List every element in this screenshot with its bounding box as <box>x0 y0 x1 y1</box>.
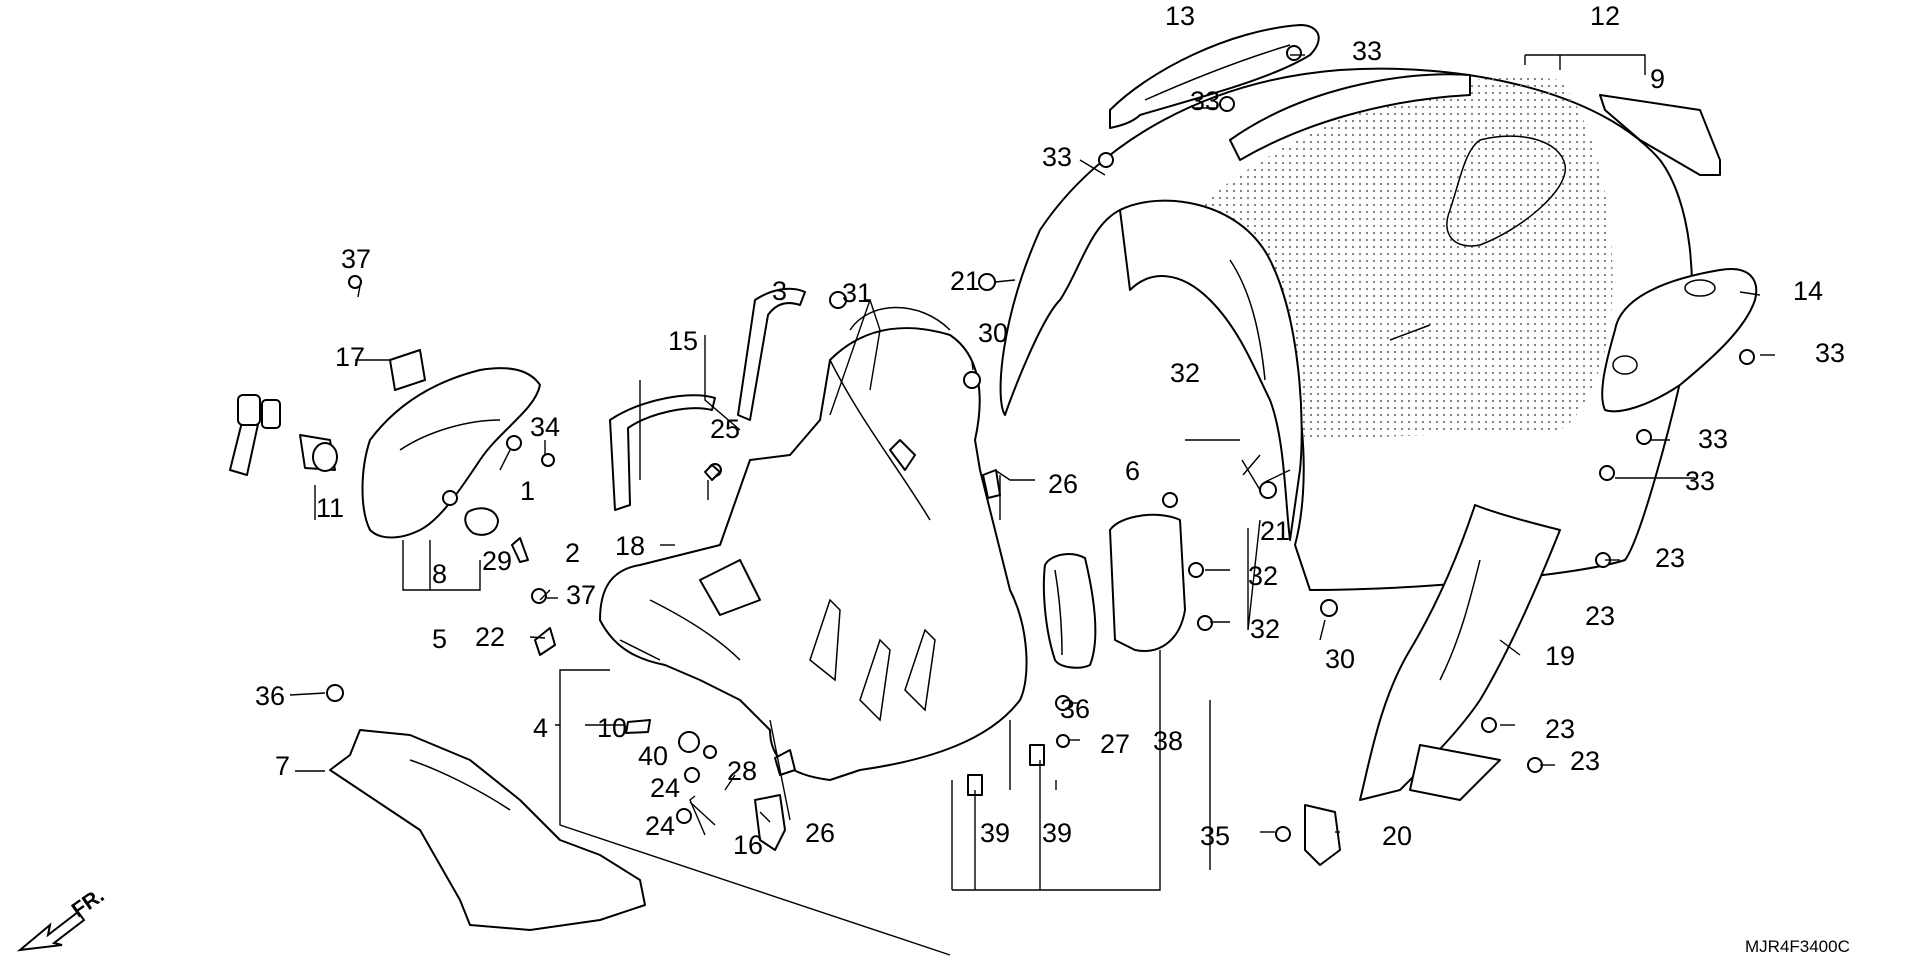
side-cover-part-14 <box>1601 268 1758 413</box>
callout-labels: 1234567891011121314151617181920212122232… <box>255 1 1845 860</box>
callout-label: 33 <box>1815 338 1845 368</box>
utility-box-part-4 <box>599 306 1028 781</box>
callout-label: 24 <box>645 811 675 841</box>
callout-label: 13 <box>1165 1 1195 31</box>
callout-label: 7 <box>275 751 290 781</box>
callout-label: 38 <box>1153 726 1183 756</box>
callout-label: 14 <box>1793 276 1823 306</box>
callout-label: 34 <box>530 412 560 442</box>
callout-label: 15 <box>668 326 698 356</box>
callout-label: 17 <box>335 342 365 372</box>
rear-fender-part <box>999 67 1693 591</box>
callout-label: 36 <box>1060 694 1090 724</box>
callout-label: 33 <box>1685 466 1715 496</box>
callout-label: 33 <box>1352 36 1382 66</box>
front-direction-arrow: FR. <box>16 884 109 952</box>
callout-label: 32 <box>1170 358 1200 388</box>
callout-label: 30 <box>1325 644 1355 674</box>
pad-part-39a <box>1029 744 1045 766</box>
callout-label: 22 <box>475 622 505 652</box>
callout-label: 35 <box>1200 821 1230 851</box>
callout-label: 36 <box>255 681 285 711</box>
grommet-part-29 <box>464 507 499 536</box>
plate-part-17 <box>389 349 426 391</box>
bracket-part-20 <box>1304 804 1341 866</box>
callout-label: 29 <box>482 546 512 576</box>
strip-part-9 <box>1599 94 1721 176</box>
strip-part-3 <box>737 287 806 421</box>
callout-label: 33 <box>1698 424 1728 454</box>
strip-part-15 <box>609 394 716 511</box>
seat-lock-bracket-part-5 <box>361 367 541 539</box>
callout-label: 4 <box>533 713 548 743</box>
callout-label: 8 <box>432 559 447 589</box>
callout-label: 26 <box>805 818 835 848</box>
fasteners <box>326 45 1755 842</box>
seal-part-38 <box>1042 553 1097 669</box>
callout-label: 25 <box>710 414 740 444</box>
callout-label: 6 <box>1125 456 1140 486</box>
callout-label: 32 <box>1248 561 1278 591</box>
callout-label: 12 <box>1590 1 1620 31</box>
callout-label: 21 <box>950 266 980 296</box>
callout-label: 33 <box>1042 142 1072 172</box>
callout-label: 33 <box>1190 86 1220 116</box>
callout-label: 19 <box>1545 641 1575 671</box>
callout-label: 10 <box>597 713 627 743</box>
callout-label: 37 <box>566 580 596 610</box>
callout-label: 23 <box>1545 714 1575 744</box>
bracket-part-16 <box>754 794 786 851</box>
callout-label: 23 <box>1585 601 1615 631</box>
callout-label: 31 <box>842 278 872 308</box>
callout-label: 26 <box>1048 469 1078 499</box>
callout-label: 9 <box>1650 64 1665 94</box>
callout-label: 40 <box>638 741 668 771</box>
bracket-part-13 <box>1109 24 1320 129</box>
diagram-code: MJR4F3400C <box>1745 937 1850 956</box>
callout-label: 23 <box>1570 746 1600 776</box>
callout-label: 5 <box>432 624 447 654</box>
callout-label: 23 <box>1655 543 1685 573</box>
callout-label: 39 <box>980 818 1010 848</box>
callout-label: 18 <box>615 531 645 561</box>
callout-label: 11 <box>316 493 344 523</box>
duct-part-6 <box>1109 513 1186 652</box>
callout-label: 20 <box>1382 821 1412 851</box>
callout-label: 2 <box>565 538 580 568</box>
callout-label: 1 <box>520 476 535 506</box>
leader-lines <box>289 54 1775 956</box>
callout-label: 39 <box>1042 818 1072 848</box>
callout-label: 28 <box>727 756 757 786</box>
callout-label: 32 <box>1250 614 1280 644</box>
callout-label: 21 <box>1260 516 1290 546</box>
ignition-key-part-11 <box>229 394 338 476</box>
callout-label: 24 <box>650 773 680 803</box>
callout-label: 27 <box>1100 729 1130 759</box>
callout-label: 3 <box>772 276 787 306</box>
callout-label: 16 <box>733 830 763 860</box>
callout-label: 30 <box>978 318 1008 348</box>
tray-part-7 <box>329 729 646 931</box>
callout-label: 37 <box>341 244 371 274</box>
